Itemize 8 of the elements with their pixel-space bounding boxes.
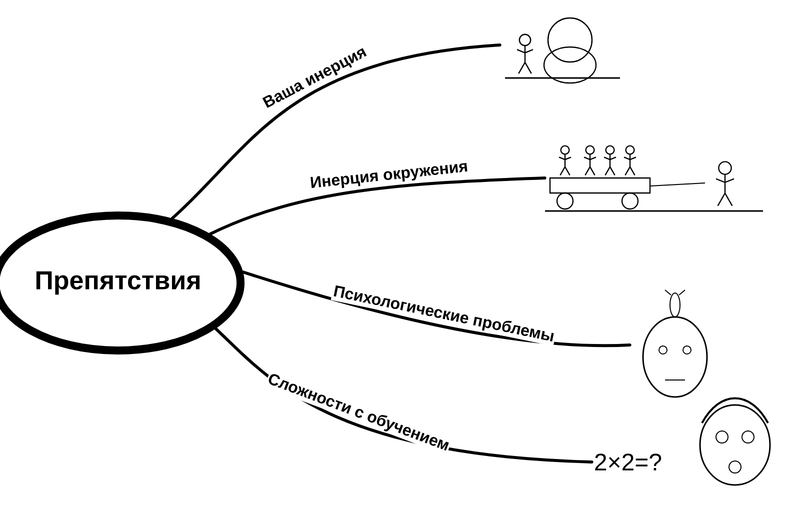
branch-line [242, 270, 632, 348]
branch-label: Инерция окружения [310, 163, 468, 188]
branch-line [208, 176, 546, 236]
cartoon-drawing [505, 17, 620, 84]
math-question: 2×2=? [595, 454, 662, 470]
branch-line [170, 44, 502, 220]
cartoon-drawing [642, 290, 708, 398]
cartoon-drawing [545, 145, 763, 212]
